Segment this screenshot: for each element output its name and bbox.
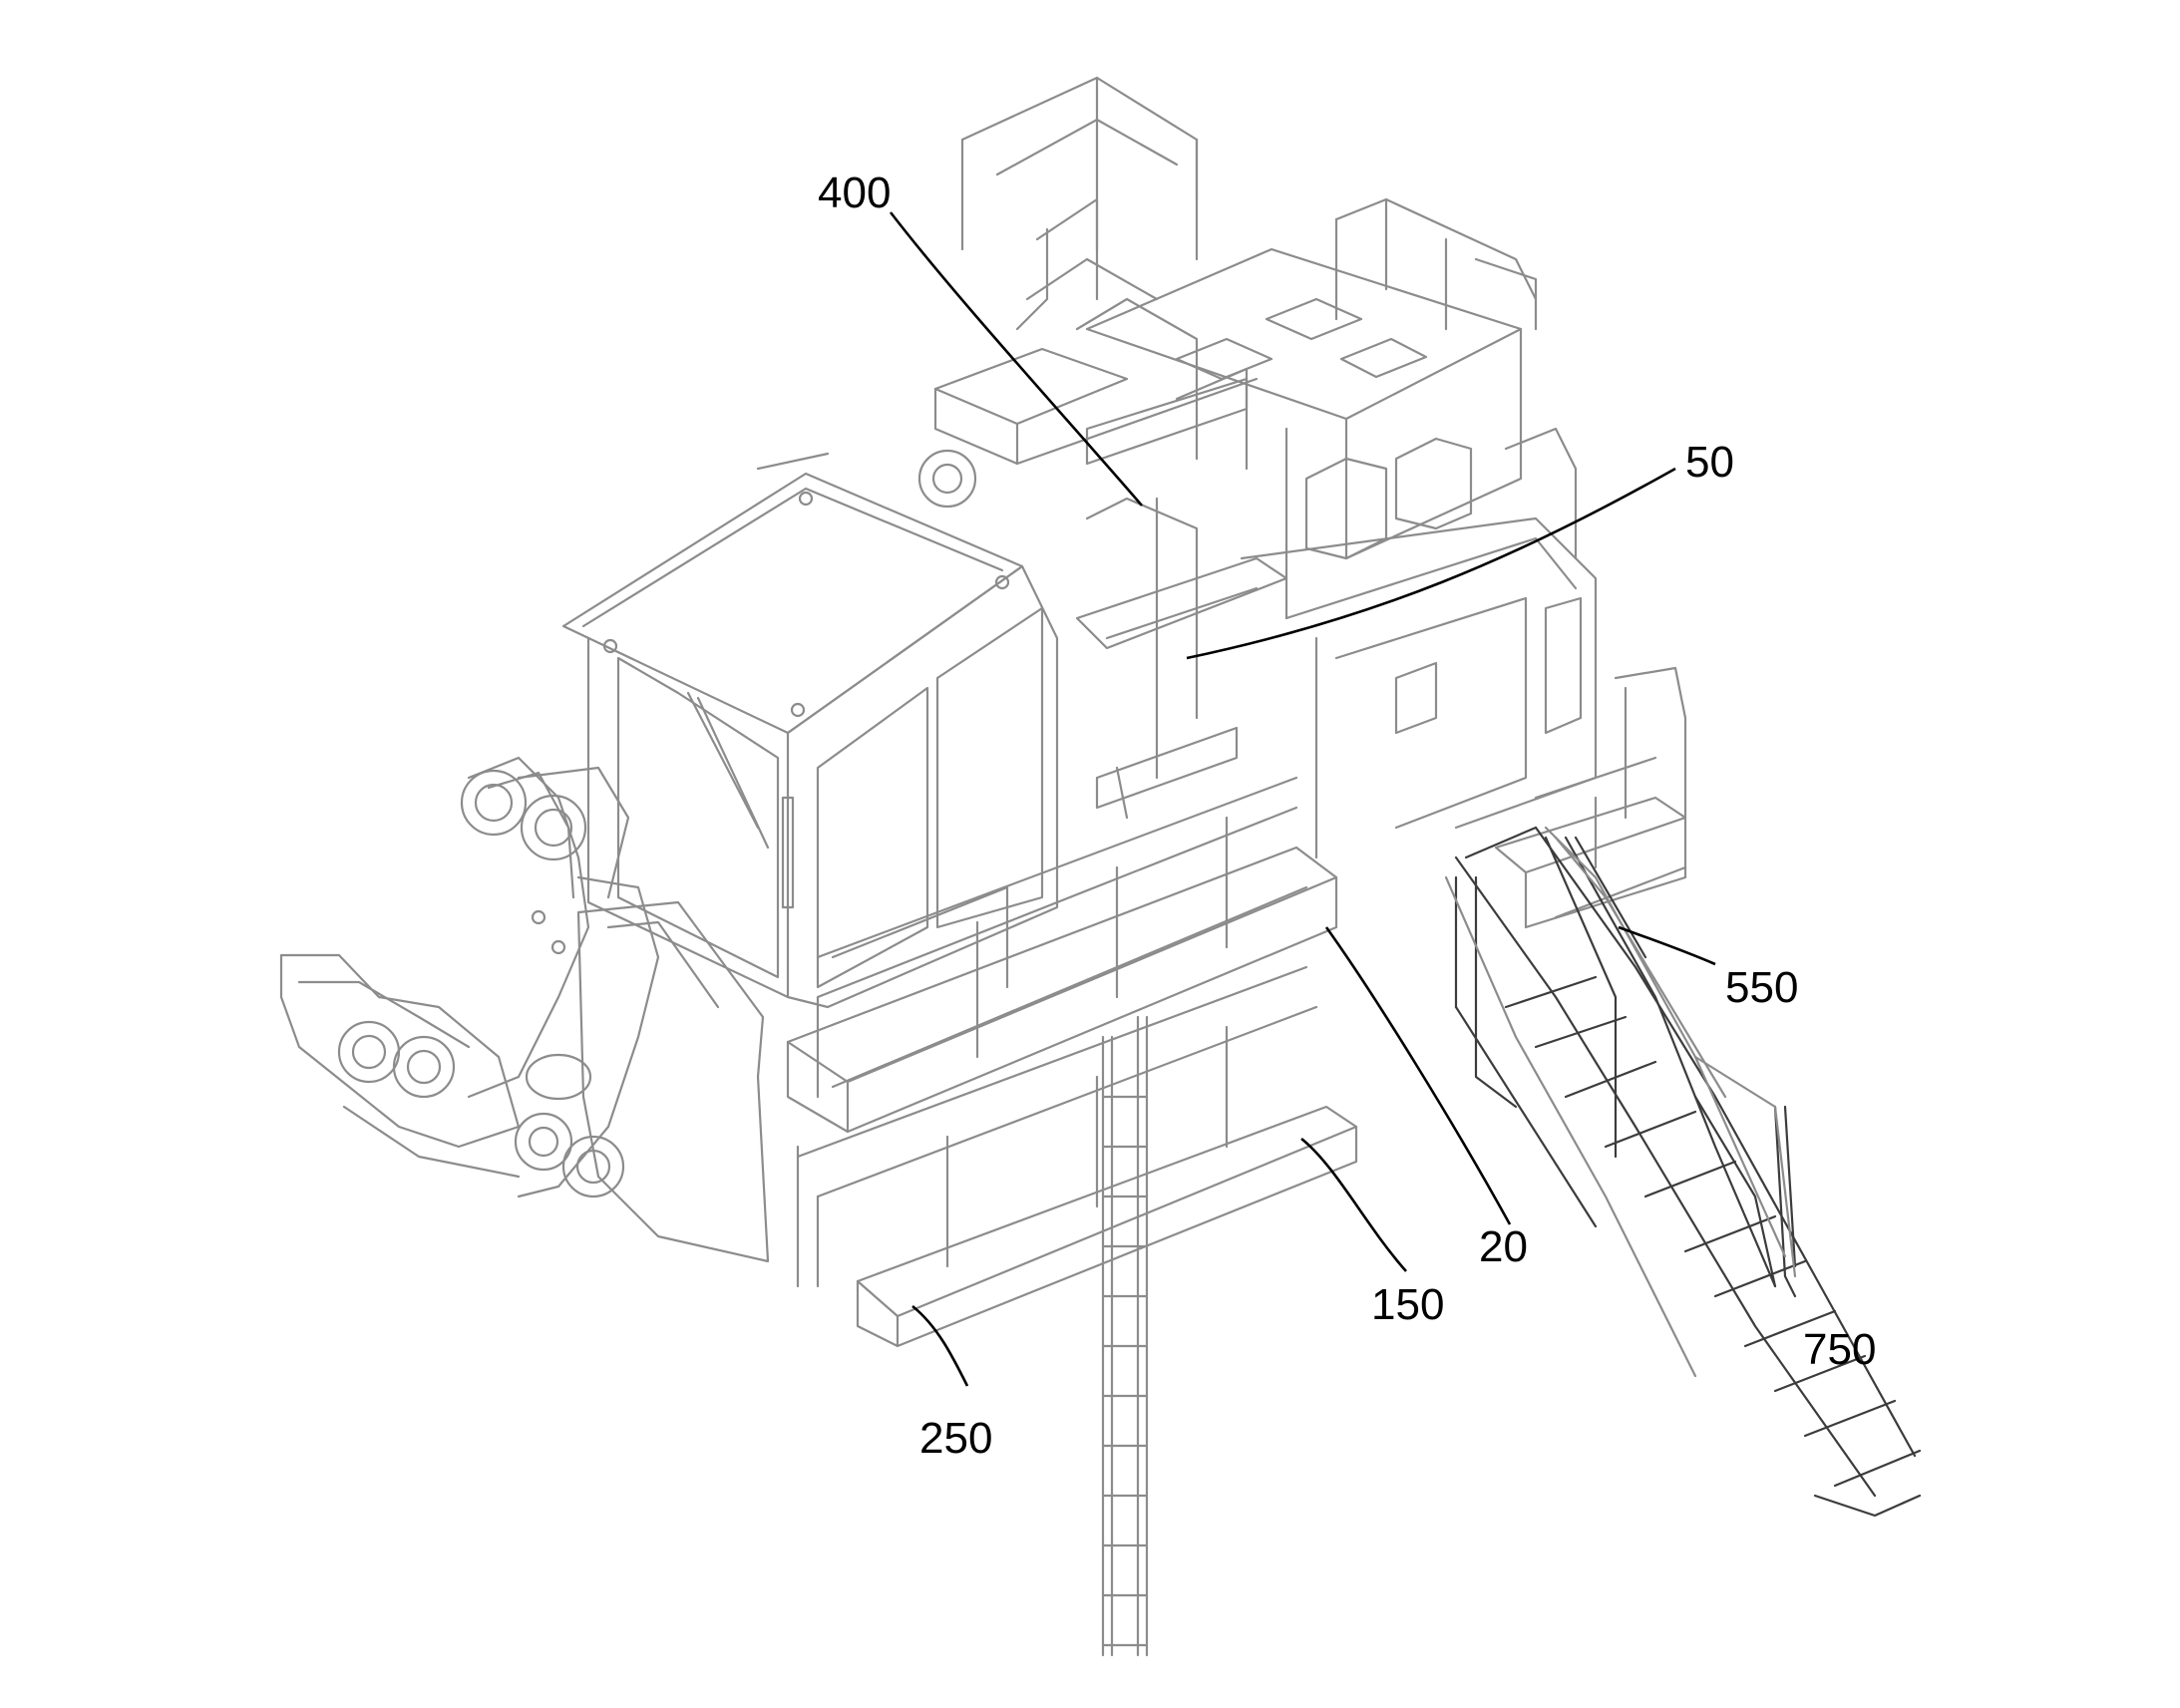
lower-platform (796, 965, 1358, 1348)
leader-250 (911, 1304, 969, 1387)
operator-cab (561, 472, 1059, 1009)
upper-house (756, 247, 1598, 859)
stair-handrails (1444, 826, 1797, 1378)
callout-750: 750 (1803, 1325, 1876, 1374)
callout-250: 250 (919, 1414, 992, 1463)
leader-150 (1300, 1137, 1407, 1272)
callout-20: 20 (1479, 1222, 1528, 1271)
front-body (531, 900, 770, 1263)
access-stairway-drawing (1454, 826, 1922, 1518)
central-catwalk (1075, 497, 1288, 820)
leader-lines (889, 211, 1716, 1387)
callout-150: 150 (1371, 1280, 1444, 1329)
machine-drawing (279, 76, 1687, 1657)
boom-linkage (279, 756, 660, 1198)
leader-550 (1618, 925, 1716, 966)
callout-50: 50 (1685, 438, 1734, 487)
leader-20 (1324, 926, 1512, 1225)
right-side-platform (1494, 666, 1687, 929)
leader-400 (889, 211, 1143, 507)
callout-550: 550 (1725, 963, 1798, 1012)
upper-side-platform (786, 776, 1338, 1134)
top-roof-platform (933, 76, 1538, 471)
callout-labels: 400 50 550 20 150 750 250 (818, 169, 1876, 1463)
callout-400: 400 (818, 169, 891, 217)
leader-50 (1186, 467, 1676, 660)
access-ladder (1101, 1015, 1149, 1657)
